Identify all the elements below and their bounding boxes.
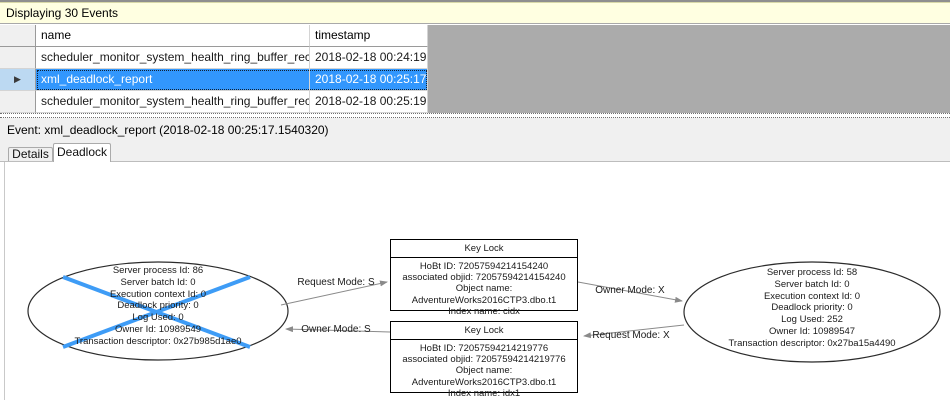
key-lock-node-bottom[interactable]: Key Lock HoBt ID: 72057594214219776 asso…	[390, 321, 578, 399]
edge-owner-s	[285, 326, 391, 333]
tab-deadlock[interactable]: Deadlock	[53, 143, 111, 162]
key-lock-node-top[interactable]: Key Lock HoBt ID: 72057594214154240 asso…	[390, 239, 578, 317]
cell-name[interactable]: scheduler_monitor_system_health_ring_buf…	[36, 91, 310, 113]
victim-x-stroke	[62, 275, 251, 349]
cell-timestamp[interactable]: 2018-02-18 00:25:17.1540320	[310, 69, 428, 91]
row-header-cell[interactable]	[0, 91, 36, 113]
process-node-text[interactable]: Server process Id: 58 Server batch Id: 0…	[728, 267, 896, 349]
process-node-ellipse[interactable]	[683, 261, 941, 363]
row-header-cell[interactable]: ▶	[0, 69, 36, 91]
detail-tab-strip: Details Deadlock	[0, 142, 950, 162]
cell-timestamp[interactable]: 2018-02-18 00:24:19.3516078	[310, 47, 428, 69]
deadlock-graph-shapes	[27, 261, 941, 363]
events-count-bar: Displaying 30 Events	[0, 2, 950, 24]
column-header-name[interactable]: name	[36, 25, 310, 47]
key-lock-title: Key Lock	[391, 322, 577, 340]
cell-timestamp[interactable]: 2018-02-18 00:25:19.5276859	[310, 91, 428, 113]
table-row-selected[interactable]: ▶ xml_deadlock_report 2018-02-18 00:25:1…	[0, 69, 950, 91]
window-top-edge	[0, 0, 950, 2]
table-row[interactable]: scheduler_monitor_system_health_ring_buf…	[0, 91, 950, 113]
tab-details[interactable]: Details	[8, 147, 53, 161]
edge-label-request-mode-s: Request Mode: S	[297, 277, 375, 288]
events-grid-header-row: name timestamp	[0, 25, 950, 47]
row-header-cell[interactable]	[0, 47, 36, 69]
edge-label-owner-mode-x: Owner Mode: X	[595, 285, 665, 296]
column-header-timestamp[interactable]: timestamp	[310, 25, 428, 47]
edge-request-x	[583, 324, 685, 339]
edge-request-s	[280, 280, 388, 306]
tab-page-left-border	[4, 162, 5, 400]
cell-name[interactable]: scheduler_monitor_system_health_ring_buf…	[36, 47, 310, 69]
victim-process-node-text[interactable]: Server process Id: 86 Server batch Id: 0…	[74, 265, 242, 347]
horizontal-splitter[interactable]	[0, 113, 950, 118]
selected-event-summary: Event: xml_deadlock_report (2018-02-18 0…	[0, 118, 950, 142]
events-grid: name timestamp scheduler_monitor_system_…	[0, 25, 950, 113]
table-row[interactable]: scheduler_monitor_system_health_ring_buf…	[0, 47, 950, 69]
cell-name[interactable]: xml_deadlock_report	[36, 69, 310, 91]
edge-label-owner-mode-s: Owner Mode: S	[301, 324, 371, 335]
row-selector-arrow-icon: ▶	[14, 74, 21, 84]
edge-label-request-mode-x: Request Mode: X	[592, 330, 670, 341]
edge-owner-x	[577, 281, 683, 303]
header-corner-cell[interactable]	[0, 25, 36, 47]
key-lock-title: Key Lock	[391, 240, 577, 258]
